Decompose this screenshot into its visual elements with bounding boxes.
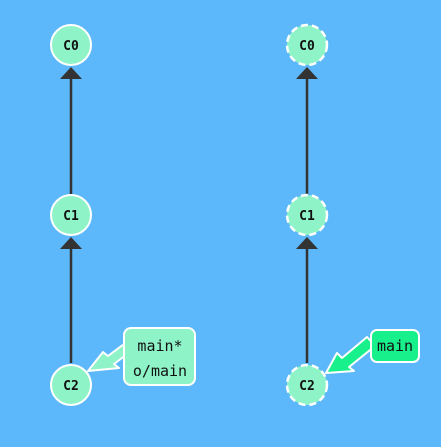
remote-edge-c1-c0 [296,67,318,194]
commit-label: C1 [63,209,79,224]
remote-repo: C0 C1 C2 main [285,23,420,407]
remote-branch-tag[interactable]: main [325,329,420,374]
commit-label: C1 [299,209,315,224]
local-commit-c1[interactable]: C1 [50,194,92,236]
branch-tag-box [123,327,196,386]
commit-label: C2 [63,379,79,394]
remote-commit-c1[interactable]: C1 [285,193,329,237]
local-branch-tag[interactable]: main* o/main [87,327,196,386]
local-commit-c0[interactable]: C0 [50,24,92,66]
branch-pointer-arrow [325,336,376,374]
commit-label: C2 [299,379,315,394]
remote-edge-c2-c1 [296,237,318,363]
branch-tag-line-main-star: main* [137,337,182,355]
commit-label: C0 [299,39,315,54]
commit-label: C0 [63,39,79,54]
local-edge-c2-c1 [60,237,82,363]
branch-tag-line-o-main: o/main [133,362,187,380]
local-commit-c2[interactable]: C2 [50,364,92,406]
remote-commit-c0[interactable]: C0 [285,23,329,67]
branch-tag-line-main: main [377,337,413,355]
remote-commit-c2[interactable]: C2 [285,363,329,407]
branch-tag-box [370,329,420,363]
local-edge-c1-c0 [60,67,82,194]
local-repo: C0 C1 C2 main* o/main [50,24,196,406]
